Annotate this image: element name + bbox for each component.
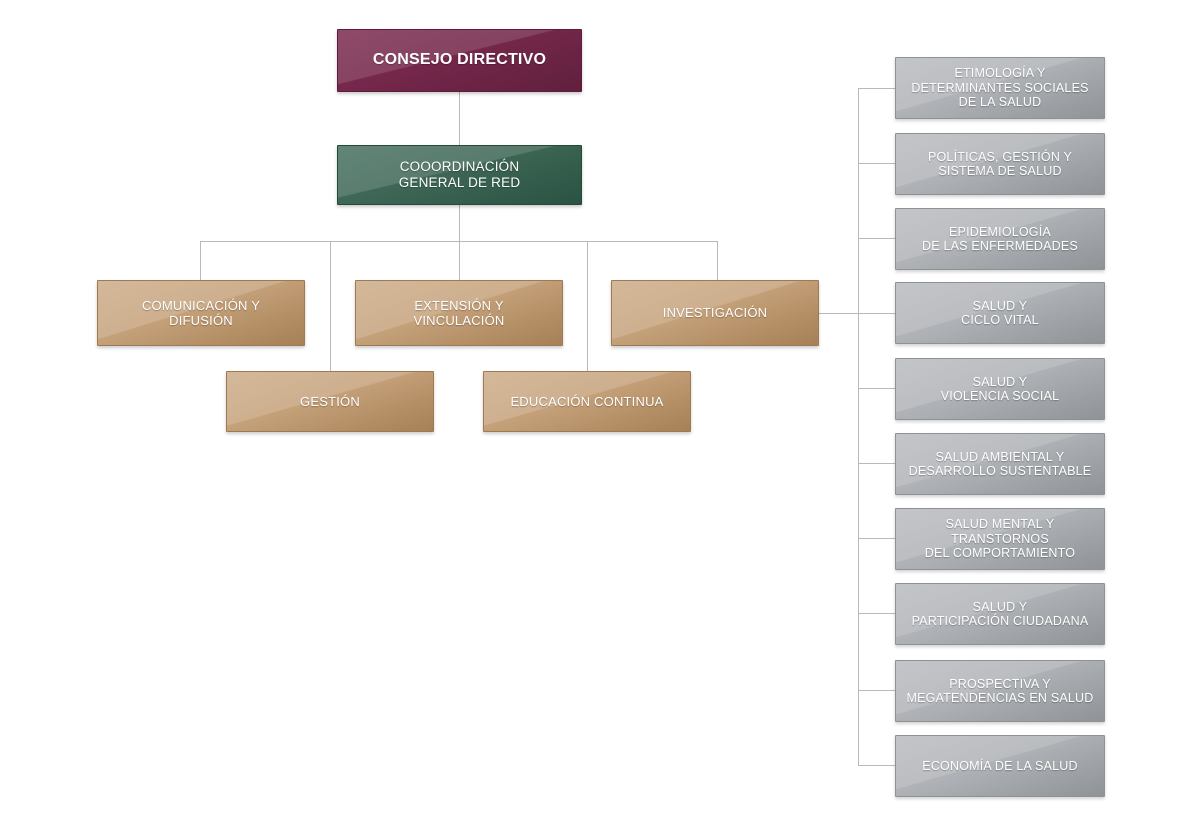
- connector-coordination-to-bus: [459, 205, 460, 241]
- node-gestion[interactable]: GESTIÓN: [226, 371, 434, 432]
- node-topic-salud-participacion-ciudadana[interactable]: SALUD Y PARTICIPACIÓN CIUDADANA: [895, 583, 1105, 645]
- node-consejo-directivo[interactable]: CONSEJO DIRECTIVO: [337, 29, 582, 92]
- node-label: SALUD AMBIENTAL Y DESARROLLO SUSTENTABLE: [908, 449, 1092, 479]
- connector-drop-extension: [459, 241, 460, 280]
- node-topic-salud-ciclo-vital[interactable]: SALUD Y CICLO VITAL: [895, 282, 1105, 344]
- node-label: COMUNICACIÓN Y DIFUSIÓN: [141, 297, 261, 328]
- node-label: GESTIÓN: [300, 393, 360, 409]
- connector-stub-topic-8: [858, 613, 895, 614]
- node-comunicacion-y-difusion[interactable]: COMUNICACIÓN Y DIFUSIÓN: [97, 280, 305, 346]
- node-label: EDUCACIÓN CONTINUA: [510, 393, 664, 409]
- node-label: SALUD Y VIOLENCIA SOCIAL: [940, 374, 1060, 404]
- node-label: SALUD MENTAL Y TRANSTORNOS DEL COMPORTAM…: [924, 517, 1076, 561]
- node-educacion-continua[interactable]: EDUCACIÓN CONTINUA: [483, 371, 691, 432]
- connector-topic-spine: [858, 88, 859, 766]
- connector-drop-gestion: [330, 241, 331, 371]
- node-topic-salud-ambiental-desarrollo-sustentable[interactable]: SALUD AMBIENTAL Y DESARROLLO SUSTENTABLE: [895, 433, 1105, 495]
- node-label: POLÍTICAS, GESTIÓN Y SISTEMA DE SALUD: [927, 149, 1073, 179]
- node-topic-salud-violencia-social[interactable]: SALUD Y VIOLENCIA SOCIAL: [895, 358, 1105, 420]
- connector-stub-topic-6: [858, 463, 895, 464]
- node-label: ETIMOLOGÍA Y DETERMINANTES SOCIALES DE L…: [911, 66, 1089, 110]
- node-topic-etimologia-determinantes-sociales[interactable]: ETIMOLOGÍA Y DETERMINANTES SOCIALES DE L…: [895, 57, 1105, 119]
- node-label: SALUD Y PARTICIPACIÓN CIUDADANA: [911, 599, 1089, 629]
- node-label: EPIDEMIOLOGÍA DE LAS ENFERMEDADES: [922, 224, 1078, 254]
- connector-stub-topic-7: [858, 538, 895, 539]
- node-topic-epidemiologia-enfermedades[interactable]: EPIDEMIOLOGÍA DE LAS ENFERMEDADES: [895, 208, 1105, 270]
- connector-stub-topic-1: [858, 88, 895, 89]
- node-label: SALUD Y CICLO VITAL: [961, 298, 1039, 328]
- node-extension-y-vinculacion[interactable]: EXTENSIÓN Y VINCULACIÓN: [355, 280, 563, 346]
- connector-stub-topic-5: [858, 388, 895, 389]
- node-investigacion[interactable]: INVESTIGACIÓN: [611, 280, 819, 346]
- connector-root-to-coordination: [459, 92, 460, 145]
- node-topic-politicas-gestion-sistema-salud[interactable]: POLÍTICAS, GESTIÓN Y SISTEMA DE SALUD: [895, 133, 1105, 195]
- node-coordinacion-general-de-red[interactable]: COOORDINACIÓN GENERAL DE RED: [337, 145, 582, 205]
- node-label: COOORDINACIÓN GENERAL DE RED: [398, 159, 521, 190]
- node-label: PROSPECTIVA Y MEGATENDENCIAS EN SALUD: [906, 676, 1094, 706]
- node-label: INVESTIGACIÓN: [662, 305, 768, 321]
- connector-stub-topic-9: [858, 690, 895, 691]
- connector-drop-comunicacion: [200, 241, 201, 280]
- connector-drop-investigacion: [717, 241, 718, 280]
- node-label: ECONOMÍA DE LA SALUD: [922, 758, 1078, 773]
- node-topic-economia-de-la-salud[interactable]: ECONOMÍA DE LA SALUD: [895, 735, 1105, 797]
- connector-stub-topic-3: [858, 238, 895, 239]
- connector-stub-topic-2: [858, 163, 895, 164]
- node-label: CONSEJO DIRECTIVO: [372, 51, 547, 69]
- connector-drop-educacion-continua: [587, 241, 588, 371]
- node-label: EXTENSIÓN Y VINCULACIÓN: [413, 297, 505, 328]
- connector-investigacion-to-spine: [819, 313, 895, 314]
- node-topic-prospectiva-megatendencias[interactable]: PROSPECTIVA Y MEGATENDENCIAS EN SALUD: [895, 660, 1105, 722]
- connector-stub-topic-10: [858, 765, 895, 766]
- connector-stub-topic-4: [858, 313, 895, 314]
- node-topic-salud-mental-transtornos[interactable]: SALUD MENTAL Y TRANSTORNOS DEL COMPORTAM…: [895, 508, 1105, 570]
